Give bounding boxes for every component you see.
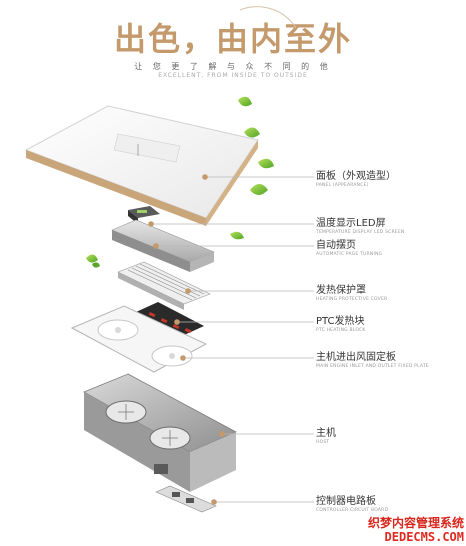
- ptc-block-illustration: [136, 302, 204, 336]
- page-subtitle: 让 您 更 了 解 与 众 不 同 的 他: [134, 62, 332, 71]
- callout-label-en: TEMPERATURE DISPLAY LED SCREEN: [316, 230, 405, 235]
- leader-lines: [151, 176, 314, 503]
- callout-label: 自动摆页: [316, 240, 356, 251]
- callout-label: 主机进出风固定板: [316, 352, 396, 363]
- callout-auto-swing: 自动摆页 AUTOMATIC PAGE TURNING: [316, 239, 466, 258]
- callout-label: 温度显示LED屏: [316, 218, 386, 229]
- site-watermark: 织梦内容管理系统 DEDECMS.COM: [367, 516, 464, 544]
- watermark-text: 织梦内容管理系统: [367, 516, 464, 530]
- callout-label-en: MAIN ENGINE INLET AND OUTLET FIXED PLATE: [316, 364, 429, 369]
- callout-label-en: AUTOMATIC PAGE TURNING: [316, 252, 383, 257]
- callout-label: 主机: [316, 428, 336, 439]
- callout-ptc-block: PTC发热块 PTC HEATING BLOCK: [316, 315, 466, 334]
- fixed-plate-illustration: [70, 305, 208, 373]
- callout-label: 发热保护罩: [316, 285, 366, 296]
- watermark-domain: DEDECMS.COM: [367, 530, 464, 544]
- callout-led-screen: 温度显示LED屏 TEMPERATURE DISPLAY LED SCREEN: [316, 217, 466, 236]
- controller-board-illustration: [155, 485, 217, 513]
- host-illustration: [83, 373, 237, 492]
- title-arc-decoration: [239, 6, 297, 29]
- leaf-icon: [86, 96, 274, 268]
- auto-swing-illustration: [111, 219, 215, 272]
- page-subtitle-en: EXCELLENT, FROM INSIDE TO OUTSIDE: [158, 72, 308, 79]
- callout-label: PTC发热块: [316, 316, 365, 327]
- callout-label-en: PANEL (APPEARANCE): [316, 183, 369, 188]
- panel-illustration: [24, 105, 259, 226]
- callout-label: 控制器电路板: [316, 496, 376, 507]
- callout-host: 主机 HOST: [316, 427, 466, 446]
- callout-label-en: CONTROLLER CIRCUIT BOARD: [316, 508, 389, 513]
- callout-label-en: PTC HEATING BLOCK: [316, 328, 366, 333]
- callout-heating-cover: 发热保护罩 HEATING PROTECTIVE COVER: [316, 284, 466, 303]
- callout-label: 面板（外观造型）: [316, 171, 396, 182]
- leader-dots: [148, 174, 225, 505]
- callout-panel: 面板（外观造型） PANEL (APPEARANCE): [316, 170, 466, 189]
- callout-label-en: HOST: [316, 440, 330, 445]
- callout-label-en: HEATING PROTECTIVE COVER: [316, 297, 388, 302]
- callout-controller-board: 控制器电路板 CONTROLLER CIRCUIT BOARD: [316, 495, 466, 514]
- callout-fixed-plate: 主机进出风固定板 MAIN ENGINE INLET AND OUTLET FI…: [316, 351, 466, 370]
- page-title: 出色，由内至外: [113, 20, 352, 58]
